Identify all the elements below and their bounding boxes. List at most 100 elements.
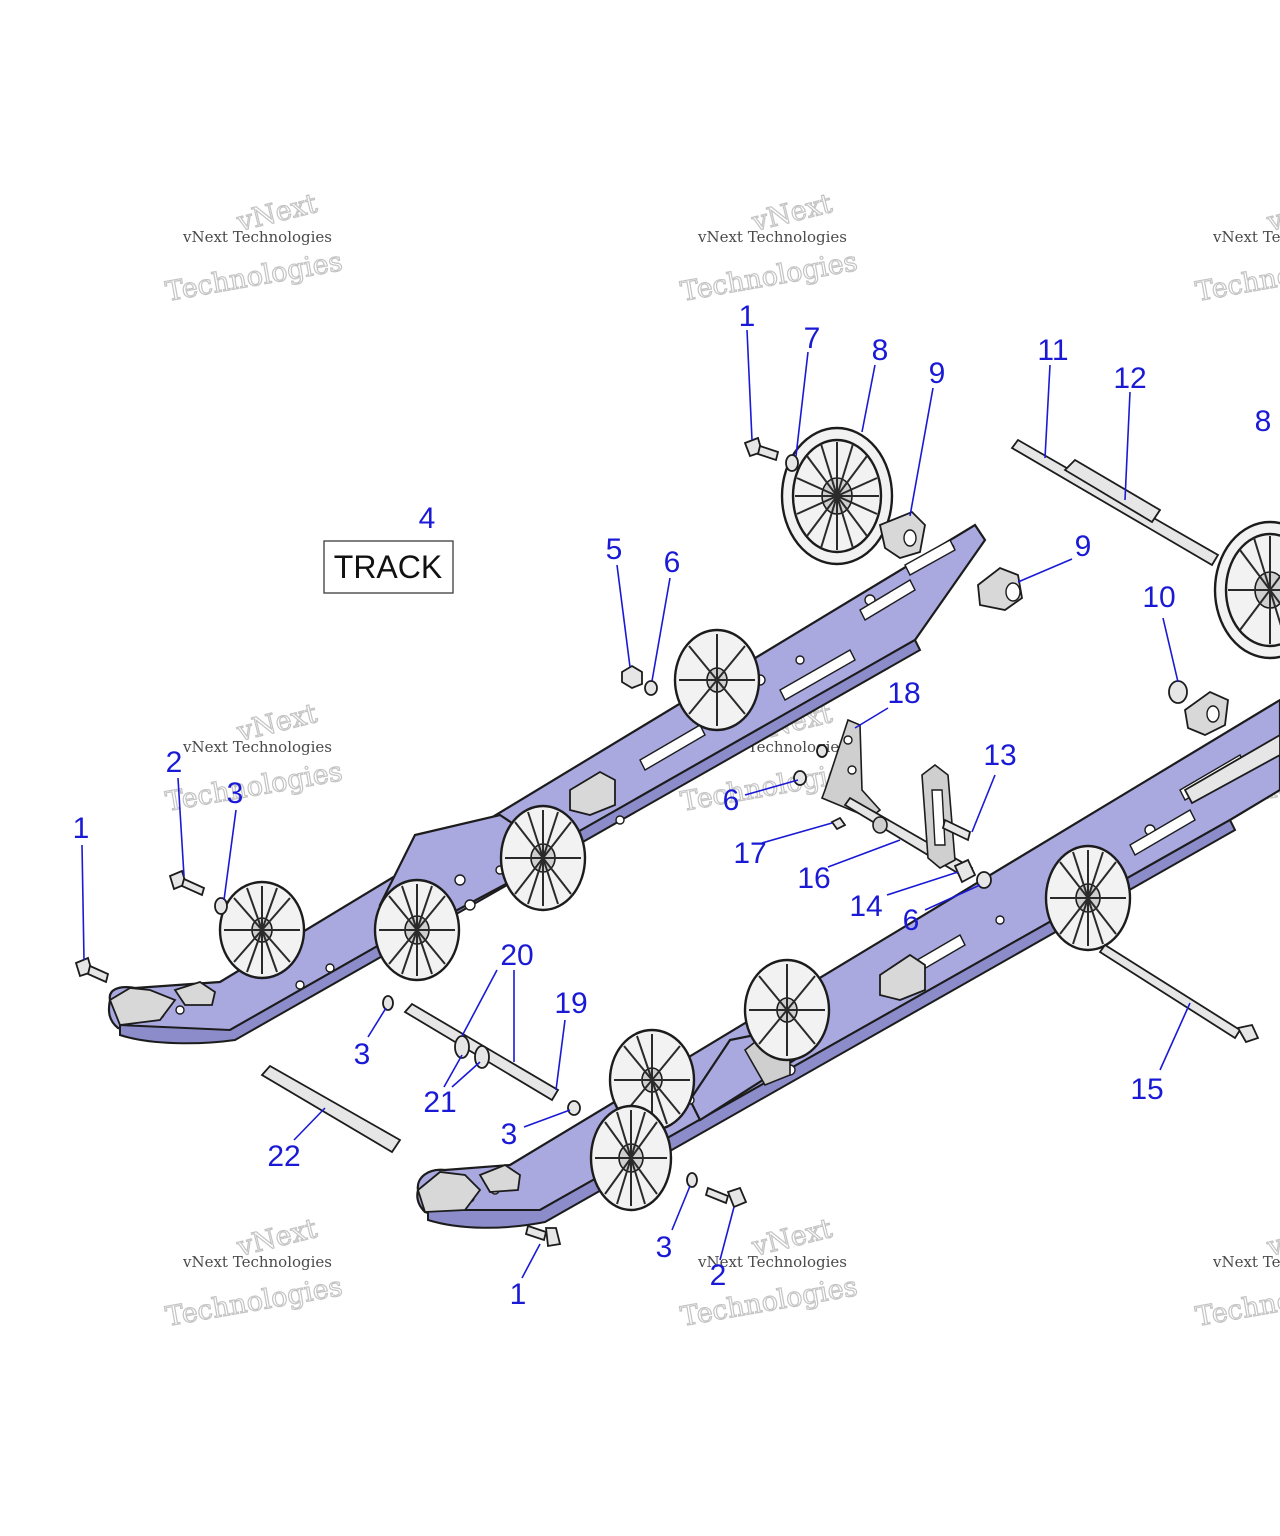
watermark-text: vNext Technologies: [182, 228, 332, 246]
callout-18: 18: [887, 677, 920, 710]
track-box: TRACK: [323, 540, 454, 594]
watermark-bottom-center: vNext vNext Technologies Technologies: [678, 1213, 861, 1334]
callout-16: 16: [797, 862, 830, 895]
arm-13: [921, 763, 972, 869]
washer-18-small: [816, 744, 828, 758]
watermark-text: vNext Technologies: [182, 738, 332, 756]
rail-front-bumper: [478, 1163, 521, 1193]
left-rail-wheel-4: [673, 628, 761, 732]
rail-lower-edge: [119, 638, 922, 1045]
callout-1: 1: [73, 812, 90, 845]
bolt-2-left: [168, 869, 206, 897]
watermark-text: vNext Technologies: [1212, 1253, 1280, 1271]
watermark-text: vNext Technologies: [697, 228, 847, 246]
bolt-1-left: [74, 956, 110, 984]
left-rail-wheel-2: [373, 878, 461, 982]
rail-tip-block: [108, 987, 177, 1026]
callout-20: 20: [500, 939, 533, 972]
leader-lines: [81, 329, 1191, 1279]
track-label: TRACK: [334, 549, 442, 585]
bolt-2-bottom: [704, 1186, 748, 1209]
callout-5: 5: [606, 533, 623, 566]
left-rail-wheel-1: [218, 880, 306, 980]
rail-lower-edge: [427, 818, 1237, 1229]
watermark-text: Technologies: [678, 246, 859, 308]
washer-3-left: [214, 897, 228, 915]
watermark-text: Technologies: [678, 1271, 859, 1333]
callout-19: 19: [554, 987, 587, 1020]
watermark-text: Technologies: [163, 756, 344, 818]
callout-14: 14: [849, 890, 882, 923]
washer-3-bottom: [686, 1172, 698, 1188]
washer-6-top: [644, 680, 658, 696]
spacer-10-block: [1184, 690, 1229, 736]
right-rail-wheel-4: [1044, 844, 1132, 952]
rail-cutouts: [639, 539, 956, 771]
right-rail-wheel-3: [743, 958, 831, 1062]
left-rail-wheel-3: [499, 804, 587, 912]
watermark-text: Technologies: [1193, 1271, 1280, 1333]
callout-7: 7: [804, 322, 821, 355]
callout-3: 3: [227, 777, 244, 810]
callout-4: 4: [419, 502, 436, 535]
pin-17: [830, 816, 847, 831]
axle-11-12: [1010, 438, 1220, 567]
callout-15: 15: [1130, 1073, 1163, 1106]
callout-11: 11: [1037, 334, 1068, 367]
callout-1: 1: [739, 300, 756, 333]
rail-front-bumper: [173, 981, 217, 1006]
washer-3-shaft: [567, 1100, 581, 1116]
rail-wear-block: [879, 953, 926, 1001]
shock-absorber: [1183, 733, 1280, 805]
washer-3-mid: [382, 995, 394, 1011]
right-slide-rail: [416, 698, 1280, 1229]
callout-1: 1: [510, 1278, 527, 1311]
track-box-frame: [323, 540, 454, 594]
callout-6: 6: [664, 546, 681, 579]
callout-22: 22: [267, 1140, 300, 1173]
callout-2: 2: [710, 1259, 727, 1292]
callout-10: 10: [1142, 581, 1175, 614]
callout-3: 3: [354, 1038, 371, 1071]
washer-10: [1168, 680, 1188, 704]
watermark-text: Technologies: [1193, 246, 1280, 308]
callout-17: 17: [733, 837, 766, 870]
callout-9: 9: [1075, 530, 1092, 563]
callout-numbers: 1 7 8 9 11 12 8 9 10 4 5 6 18 13 6 17 16…: [73, 300, 1272, 1311]
watermark-bottom-right: vNext vNext Technologies Technologies: [1193, 1213, 1280, 1334]
right-rail-wheel-2: [589, 1104, 673, 1212]
watermark-top-left: vNext vNext Technologies Technologies: [163, 188, 346, 309]
shaft-20: [403, 1002, 560, 1102]
watermark-text: vNext Technologies: [697, 1253, 847, 1271]
callout-9: 9: [929, 357, 946, 390]
shaft-22: [260, 1064, 402, 1154]
watermark-bottom-left: vNext vNext Technologies Technologies: [163, 1213, 346, 1334]
watermark-top-center: vNext vNext Technologies Technologies: [678, 188, 861, 309]
bracket-18: [820, 718, 882, 819]
watermark-top-right: vNext vNext Technologies Technologies: [1193, 188, 1280, 309]
callout-3: 3: [656, 1231, 673, 1264]
rail-wear-block: [569, 770, 616, 816]
rail-tip-block: [416, 1171, 482, 1213]
spacer-14: [953, 858, 977, 884]
callout-6: 6: [903, 904, 920, 937]
callout-13: 13: [983, 739, 1016, 772]
spacer-9-top: [878, 510, 926, 559]
callout-8: 8: [872, 334, 889, 367]
watermark-text: vNext Technologies: [182, 1253, 332, 1271]
callout-12: 12: [1113, 362, 1146, 395]
callout-6: 6: [723, 784, 740, 817]
idler-wheel-top: [780, 426, 894, 566]
washer-6-mid: [793, 770, 807, 786]
callout-21: 21: [423, 1086, 456, 1119]
bolt-top: [743, 436, 780, 462]
watermark-text: vNext Technologies: [1212, 228, 1280, 246]
washer-7: [785, 454, 799, 472]
callout-2: 2: [166, 746, 183, 779]
washer-6-low: [976, 871, 992, 889]
watermark-mid-left: vNext vNext Technologies Technologies: [163, 698, 346, 819]
callout-8: 8: [1255, 405, 1272, 438]
callout-3: 3: [501, 1118, 518, 1151]
